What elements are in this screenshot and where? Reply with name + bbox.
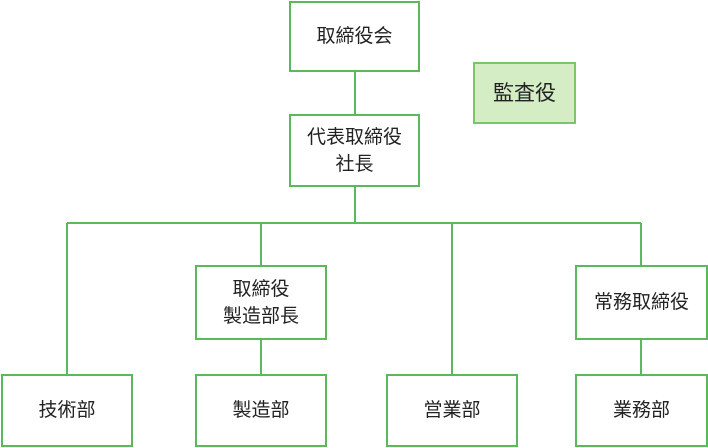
managing-director-box: 常務取締役 [575,265,708,340]
auditor-box: 監査役 [473,62,576,124]
director-mfg-box: 取締役 製造部長 [195,265,327,340]
ops-dept-box: 業務部 [575,374,708,447]
sales-dept-box: 営業部 [386,374,518,447]
mfg-dept-box: 製造部 [195,374,327,447]
board-box: 取締役会 [289,1,420,72]
ceo-box: 代表取締役 社長 [289,114,420,187]
tech-dept-box: 技術部 [1,374,133,447]
